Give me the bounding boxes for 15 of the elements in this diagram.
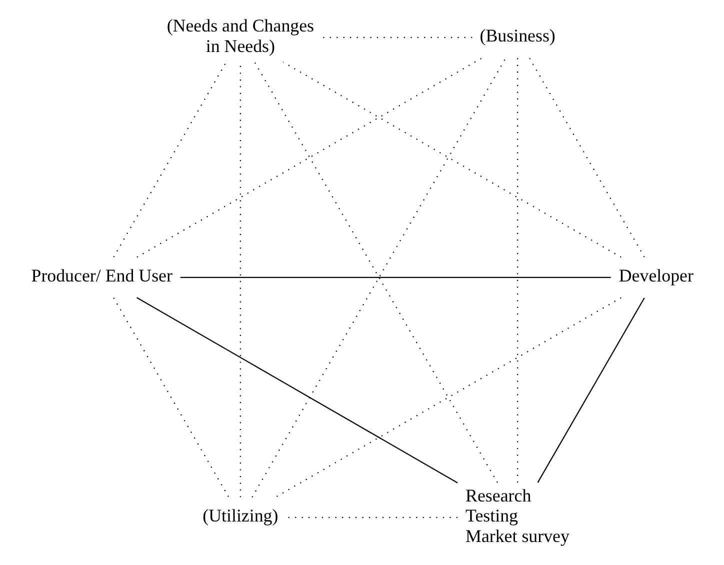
connector <box>528 58 644 258</box>
node-text: (Needs and Changes in Needs) <box>166 16 314 56</box>
connector <box>536 298 644 483</box>
connector <box>136 57 482 258</box>
node-text: Research Testing Market survey <box>465 486 569 546</box>
node-text: Developer <box>618 266 693 286</box>
node-text: Producer/ End User <box>30 266 172 286</box>
node-text: (Utilizing) <box>202 506 278 526</box>
node-text: (Business) <box>479 26 555 46</box>
connector <box>112 298 229 498</box>
connector <box>282 62 621 258</box>
connector <box>136 297 458 484</box>
connector <box>274 297 621 498</box>
connector <box>112 62 226 258</box>
connector <box>180 276 610 278</box>
